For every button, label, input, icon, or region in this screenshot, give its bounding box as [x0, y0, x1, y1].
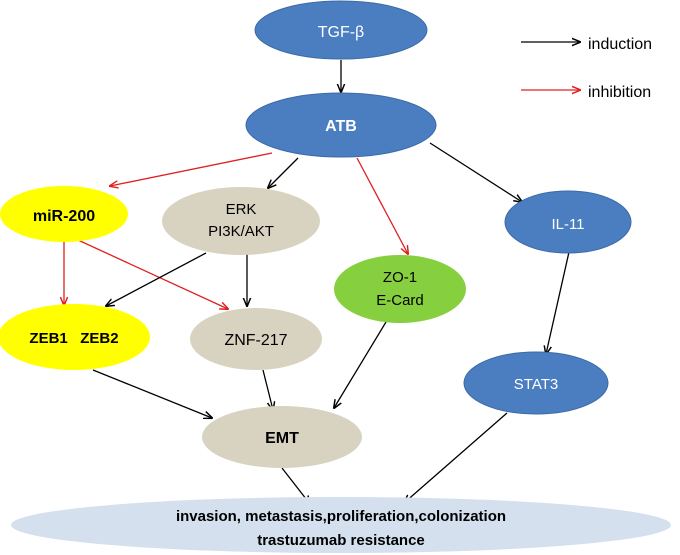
legend: induction inhibition [521, 36, 652, 101]
edge-atb-to-erk [268, 157, 299, 188]
outcome-line2: trastuzumab resistance [257, 532, 425, 549]
edge-atb-to-mir200 [110, 152, 273, 186]
node-emt: EMT [202, 406, 362, 468]
node-znf217: ZNF-217 [190, 308, 322, 370]
node-erk-line1: ERK [226, 201, 257, 218]
node-zo1-line1: ZO-1 [383, 269, 417, 286]
edge-zo1-to-emt [334, 321, 387, 408]
edge-il11-to-stat3 [546, 251, 570, 354]
node-erk-pi3k-akt: ERK PI3K/AKT [162, 187, 320, 255]
node-stat3: STAT3 [463, 351, 609, 415]
node-il11: IL-11 [504, 190, 632, 254]
node-mir200-label: miR-200 [33, 208, 95, 225]
node-il11-label: IL-11 [551, 216, 584, 233]
legend-inhibition-label: inhibition [588, 84, 651, 101]
node-tgf-beta-label: TGF-β [318, 24, 365, 41]
edge-atb-to-il11 [429, 142, 522, 202]
node-znf217-label: ZNF-217 [224, 332, 287, 349]
node-zo1-ecard: ZO-1 E-Card [334, 255, 466, 323]
edge-mir200-to-znf [77, 239, 228, 309]
node-zeb-label: ZEB1 ZEB2 [29, 330, 118, 347]
node-tgf-beta: TGF-β [254, 0, 428, 60]
outcome-line1: invasion, metastasis,proliferation,colon… [176, 508, 506, 525]
edge-znf-to-emt [262, 369, 273, 410]
node-mir200: miR-200 [0, 186, 128, 242]
outcome-node: invasion, metastasis,proliferation,colon… [11, 497, 671, 553]
node-stat3-label: STAT3 [514, 376, 558, 393]
node-zo1-line2: E-Card [376, 292, 424, 309]
edge-atb-to-zo1 [356, 157, 408, 254]
legend-induction-label: induction [588, 36, 652, 53]
node-zeb1-zeb2: ZEB1 ZEB2 [0, 304, 150, 370]
edge-zeb-to-emt [92, 369, 212, 418]
node-atb: ATB [245, 92, 437, 158]
node-atb-label: ATB [325, 118, 357, 135]
edge-erk-to-zeb [106, 252, 207, 306]
node-emt-label: EMT [265, 430, 299, 447]
edge-stat3-to-outcome [404, 412, 508, 503]
node-erk-line2: PI3K/AKT [208, 223, 274, 240]
